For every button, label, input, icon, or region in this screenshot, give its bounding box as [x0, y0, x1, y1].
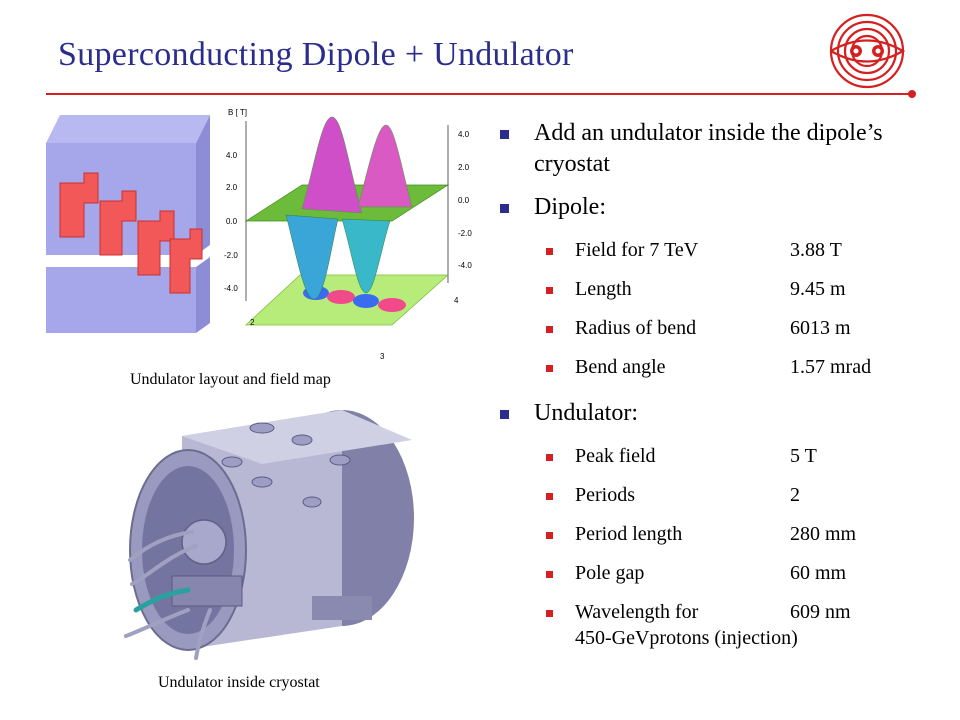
item-value: 1.57 mrad — [790, 356, 872, 378]
item-label: Peak field — [575, 445, 656, 467]
base-tick: 4 — [454, 296, 459, 305]
right-tick: 4.0 — [458, 130, 470, 139]
item-value: 60 mm — [790, 562, 847, 584]
field-map-axis-title: B [ T] — [228, 108, 247, 117]
undulator-layout-figure: B [ T] 4.0 2.0 0.0 -2.0 -4.0 4.0 2.0 0.0… — [46, 108, 472, 361]
sub-bullet-marker — [546, 571, 553, 578]
item-value: 3.88 T — [790, 239, 842, 261]
item-value: 2 — [790, 484, 800, 506]
sub-bullet-marker — [546, 532, 553, 539]
base-tick: 2 — [250, 318, 255, 327]
undulator-item: Period length 280 mm — [498, 521, 938, 547]
bullet-list: Add an undulator inside the dipole’s cry… — [498, 118, 938, 651]
item-label: Radius of bend — [575, 317, 697, 339]
sub-bullet-marker — [546, 248, 553, 255]
cryostat-figure — [124, 410, 414, 660]
sub-bullet-marker — [546, 454, 553, 461]
bullet-intro: Add an undulator inside the dipole’s cry… — [498, 118, 938, 180]
sub-bullet-marker — [546, 610, 553, 617]
item-label: Bend angle — [575, 356, 666, 378]
sub-bullet-marker — [546, 365, 553, 372]
field-map-plot: B [ T] 4.0 2.0 0.0 -2.0 -4.0 4.0 2.0 0.0… — [224, 108, 472, 361]
item-value: 6013 m — [790, 317, 851, 339]
bottom-figure-caption: Undulator inside cryostat — [158, 674, 320, 691]
undulator-item: Peak field 5 T — [498, 443, 938, 469]
item-value: 280 mm — [790, 523, 857, 545]
item-value: 609 nm — [790, 601, 851, 623]
divider-end-dot — [908, 90, 916, 98]
bullet-marker — [500, 410, 509, 419]
bullet-marker — [500, 130, 509, 139]
undulator-item-wavelength: Wavelength for 609 nm 450-GeVprotons (inj… — [498, 599, 938, 651]
item-label: Wavelength for — [575, 601, 699, 623]
left-tick: 2.0 — [226, 183, 238, 192]
dipole-item: Radius of bend 6013 m — [498, 315, 938, 341]
undulator-item: Periods 2 — [498, 482, 938, 508]
lab-logo — [829, 13, 906, 89]
item-value: 9.45 m — [790, 278, 846, 300]
base-tick: 3 — [380, 352, 385, 361]
dipole-item: Length 9.45 m — [498, 276, 938, 302]
undulator-layout-3d — [46, 115, 210, 333]
bullet-dipole: Dipole: — [498, 192, 938, 223]
title-divider — [46, 93, 914, 95]
dipole-item: Field for 7 TeV 3.88 T — [498, 237, 938, 263]
item-value: 5 T — [790, 445, 817, 467]
sub-bullet-marker — [546, 287, 553, 294]
dipole-item: Bend angle 1.57 mrad — [498, 354, 938, 380]
item-label: Length — [575, 278, 632, 300]
item-label: Field for 7 TeV — [575, 239, 699, 261]
slide-title: Superconducting Dipole + Undulator — [58, 36, 574, 73]
undulator-item: Pole gap 60 mm — [498, 560, 938, 586]
item-label: Period length — [575, 523, 683, 545]
cryostat-render — [124, 410, 414, 660]
item-label: Pole gap — [575, 562, 645, 584]
right-tick: -4.0 — [458, 261, 472, 270]
left-tick: -2.0 — [224, 251, 238, 260]
right-tick: -2.0 — [458, 229, 472, 238]
sub-bullet-marker — [546, 493, 553, 500]
left-tick: 4.0 — [226, 151, 238, 160]
top-figure-caption: Undulator layout and field map — [130, 371, 331, 388]
right-tick: 0.0 — [458, 196, 470, 205]
sub-bullet-marker — [546, 326, 553, 333]
bullet-marker — [500, 204, 509, 213]
bullet-undulator: Undulator: — [498, 398, 938, 429]
item-continuation: 450-GeVprotons (injection) — [575, 627, 798, 649]
right-tick: 2.0 — [458, 163, 470, 172]
left-tick: 0.0 — [226, 217, 238, 226]
left-tick: -4.0 — [224, 284, 238, 293]
item-label: Periods — [575, 484, 635, 506]
